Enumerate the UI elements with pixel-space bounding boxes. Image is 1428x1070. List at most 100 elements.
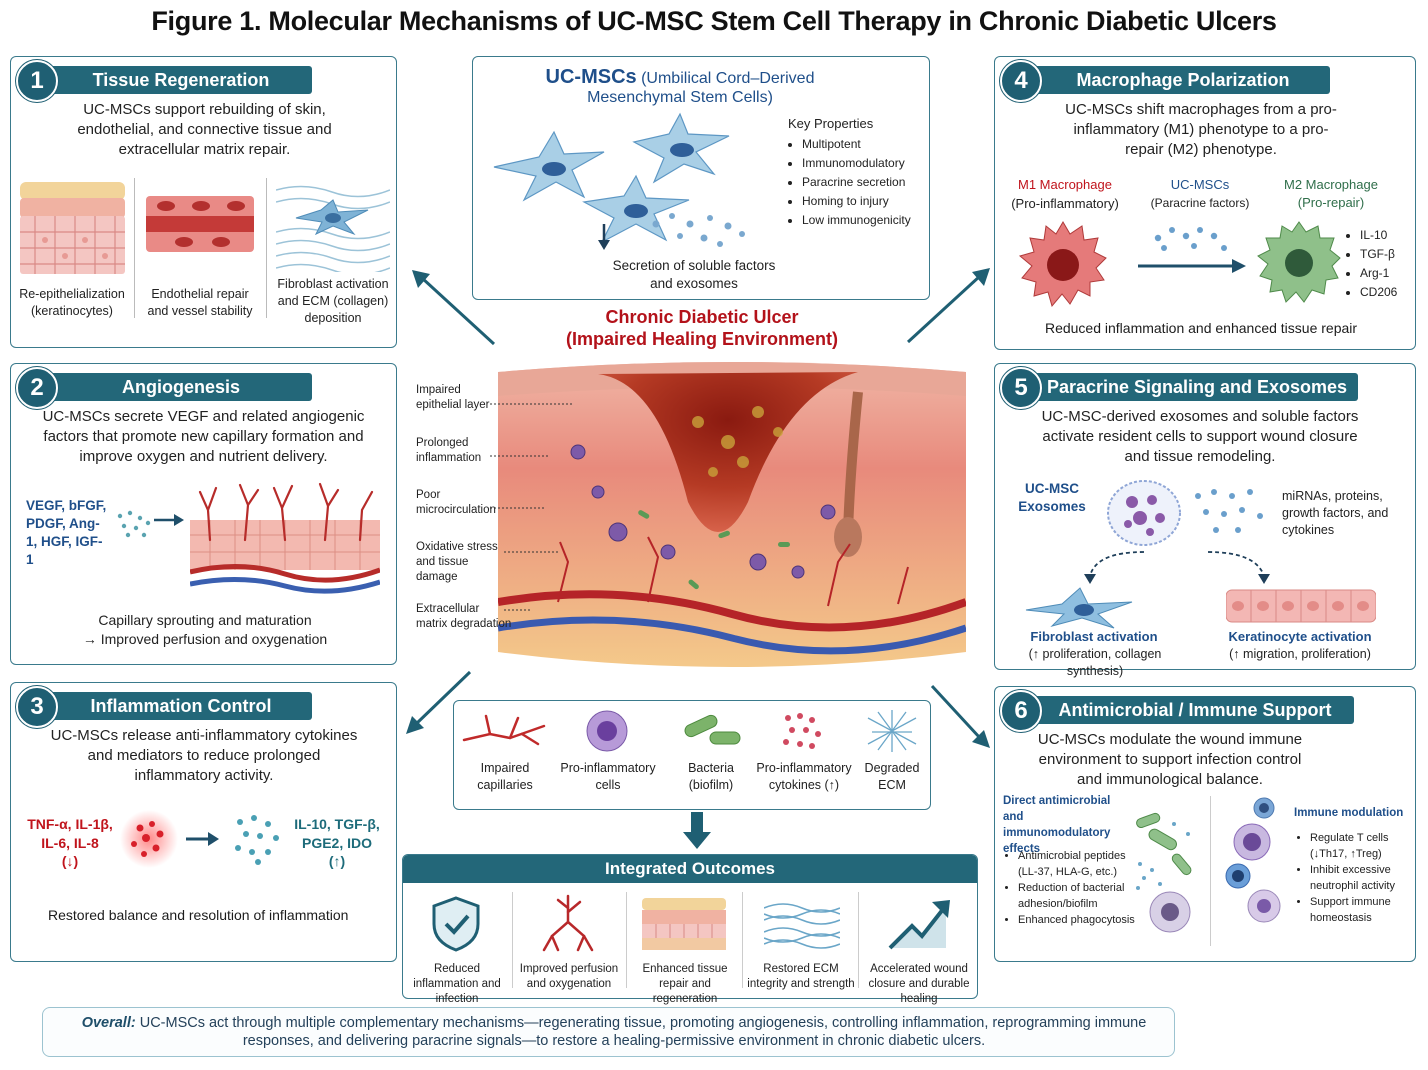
ulcer-title-2: (Impaired Healing Environment) bbox=[565, 329, 839, 349]
ulcer-label-microcirculation: Poor microcirculation bbox=[416, 489, 496, 516]
outcome-2: Improved perfusion and oxygenation bbox=[519, 963, 619, 990]
paracrine-arrow bbox=[1138, 227, 1246, 273]
panel-4-number: 4 bbox=[1000, 60, 1042, 102]
bacteria-icon bbox=[684, 714, 741, 745]
keratinocyte-layer-illustration bbox=[20, 182, 125, 274]
antimicrobial-illustration bbox=[1136, 812, 1192, 933]
panel-6-description: UC-MSCs modulate the wound immune enviro… bbox=[1037, 731, 1303, 788]
secretion-caption: Secretion of soluble factors and exosome… bbox=[612, 258, 776, 291]
panel-3-caption: Restored balance and resolution of infla… bbox=[48, 907, 349, 923]
fibroblast-activation-title: Fibroblast activation bbox=[1030, 629, 1158, 644]
outcome-5: Accelerated wound closure and durable he… bbox=[868, 963, 970, 1005]
arrow-right-icon bbox=[186, 832, 219, 846]
immune-item: Support immune homeostasis bbox=[1310, 894, 1418, 926]
immune-item: Regulate T cells (↓Th17, ↑Treg) bbox=[1310, 830, 1418, 862]
panel-6-title: Antimicrobial / Immune Support bbox=[1036, 696, 1354, 724]
stem-cell-illustration bbox=[493, 112, 745, 250]
panel-5-description: UC-MSC-derived exosomes and soluble fact… bbox=[1041, 408, 1359, 465]
fibroblast-activation-sub: (↑ proliferation, collagen synthesis) bbox=[1028, 647, 1162, 678]
panel-3-description: UC-MSCs release anti-inflammatory cytoki… bbox=[50, 727, 358, 784]
property-item: Low immunogenicity bbox=[802, 211, 937, 230]
ulcer-label-inflammation: Prolonged inflammation bbox=[416, 437, 482, 464]
msc-title: UC-MSCs bbox=[1170, 177, 1230, 192]
legend-label-inflammatory-cells: Pro-inflammatory cells bbox=[560, 761, 656, 792]
panel-1-item-1: Re-epithelialization (keratinocytes) bbox=[19, 287, 125, 318]
divider bbox=[626, 892, 627, 988]
m2-subtitle: (Pro-repair) bbox=[1297, 195, 1365, 210]
panel-2-description: UC-MSCs secrete VEGF and related angioge… bbox=[42, 408, 365, 465]
antimicrobial-item: Antimicrobial peptides (LL-37, HLA-G, et… bbox=[1018, 848, 1144, 880]
cytokine-icon bbox=[783, 713, 821, 749]
arrow-down-icon bbox=[683, 812, 711, 849]
keratinocyte-activation-title: Keratinocyte activation bbox=[1228, 629, 1372, 644]
panel-3-title: Inflammation Control bbox=[50, 692, 312, 720]
overall-text: UC-MSCs act through multiple complementa… bbox=[139, 1015, 1147, 1049]
vessel-icon bbox=[542, 894, 594, 952]
panel-2-caption-1: Capillary sprouting and maturation bbox=[98, 612, 312, 628]
panel-1-number: 1 bbox=[16, 60, 58, 102]
pro-inflammatory-direction: (↓) bbox=[61, 853, 79, 869]
marker-item: IL-10 bbox=[1360, 226, 1422, 245]
keratinocyte-activation-sub: (↑ migration, proliferation) bbox=[1229, 647, 1371, 661]
m1-macrophage-icon bbox=[1018, 221, 1107, 308]
outcome-3: Enhanced tissue repair and regeneration bbox=[642, 963, 728, 1005]
panel-1-title: Tissue Regeneration bbox=[50, 66, 312, 94]
divider bbox=[858, 892, 859, 988]
legend-label-bacteria: Bacteria (biofilm) bbox=[688, 761, 734, 792]
panel-6-number: 6 bbox=[1000, 690, 1042, 732]
skin-layers-icon bbox=[642, 898, 726, 950]
immune-modulation-title: Immune modulation bbox=[1294, 807, 1404, 819]
legend-label-capillaries: Impaired capillaries bbox=[477, 761, 533, 792]
ucmsc-name: UC-MSCs bbox=[545, 66, 637, 88]
marker-item: Arg-1 bbox=[1360, 264, 1422, 283]
panel-5-number: 5 bbox=[1000, 367, 1042, 409]
ulcer-label-epithelial: Impaired epithelial layer bbox=[416, 384, 490, 411]
m1-title: M1 Macrophage bbox=[1018, 177, 1112, 192]
panel-1-item-2: Endothelial repair and vessel stability bbox=[147, 287, 253, 318]
property-item: Immunomodulatory bbox=[802, 154, 937, 173]
ucmsc-subtitle-1: (Umbilical Cord–Derived bbox=[641, 70, 815, 87]
exosome-cargo: miRNAs, proteins, growth factors, and cy… bbox=[1282, 489, 1389, 537]
legend-label-ecm: Degraded ECM bbox=[864, 761, 920, 792]
property-item: Paracrine secretion bbox=[802, 173, 937, 192]
divider bbox=[134, 178, 135, 318]
panel-inflammation-control bbox=[10, 682, 397, 962]
collagen-mesh-icon bbox=[764, 903, 840, 949]
msc-subtitle: (Paracrine factors) bbox=[1150, 196, 1250, 210]
factor-dots-arrow bbox=[117, 510, 184, 538]
property-item: Homing to injury bbox=[802, 192, 937, 211]
anti-inflammatory-cytokines: IL-10, TGF-β, PGE2, IDO bbox=[294, 816, 380, 851]
m1-subtitle: (Pro-inflammatory) bbox=[1011, 196, 1119, 211]
ulcer-label-leaders bbox=[490, 403, 574, 611]
ucmsc-heading: UC-MSCs (Umbilical Cord–Derived bbox=[480, 66, 880, 89]
divider bbox=[512, 892, 513, 988]
secreted-factors-dots bbox=[1195, 489, 1263, 533]
overall-label: Overall: bbox=[81, 1015, 136, 1031]
property-item: Multipotent bbox=[802, 135, 937, 154]
panel-3-number: 3 bbox=[16, 686, 58, 728]
fibroblast-ecm-illustration bbox=[276, 185, 390, 272]
marker-item: TGF-β bbox=[1360, 245, 1422, 264]
endothelial-layer-illustration bbox=[146, 196, 254, 252]
key-properties-list: Multipotent Immunomodulatory Paracrine s… bbox=[788, 135, 937, 230]
exosome-label: UC-MSC Exosomes bbox=[1018, 481, 1086, 514]
arrow-to-panel-6 bbox=[930, 684, 990, 748]
m2-macrophage-icon bbox=[1257, 221, 1341, 303]
immune-modulation-list: Regulate T cells (↓Th17, ↑Treg) Inhibit … bbox=[1296, 830, 1418, 926]
key-properties-title: Key Properties bbox=[788, 116, 874, 131]
divider bbox=[266, 178, 267, 318]
panel-macrophage-polarization bbox=[994, 56, 1416, 350]
panel-angiogenesis bbox=[10, 363, 397, 665]
pro-inflammatory-cytokine-cluster bbox=[120, 810, 178, 868]
overall-summary: Overall: UC-MSCs act through multiple co… bbox=[64, 1014, 1164, 1050]
divider bbox=[1210, 796, 1211, 946]
outcome-4: Restored ECM integrity and strength bbox=[747, 963, 855, 990]
paracrine-dashed-arrows bbox=[1084, 551, 1270, 584]
divider bbox=[742, 892, 743, 988]
panel-4-description: UC-MSCs shift macrophages from a pro-inf… bbox=[1065, 101, 1337, 158]
panel-5-title: Paracrine Signaling and Exosomes bbox=[1036, 373, 1358, 401]
ulcer-label-ecm: Extracellular matrix degradation bbox=[416, 603, 512, 630]
panel-antimicrobial-immune bbox=[994, 686, 1416, 962]
ucmsc-subtitle-2: Mesenchymal Stem Cells) bbox=[587, 89, 773, 106]
arrow-to-panel-1 bbox=[412, 270, 496, 346]
